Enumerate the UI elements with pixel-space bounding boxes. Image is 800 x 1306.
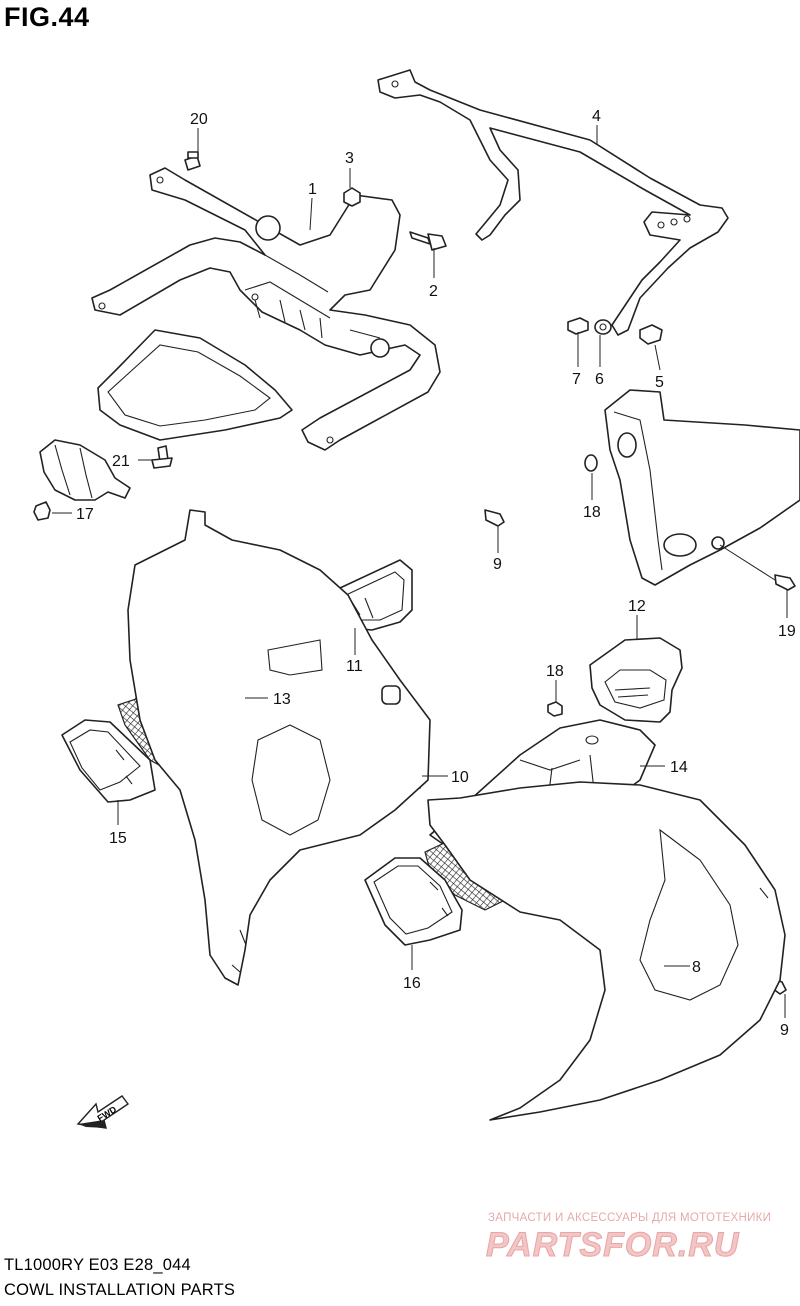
callout-8: 8: [692, 959, 701, 976]
part-15-left-vent: [61, 719, 156, 803]
callout-16: 16: [403, 975, 421, 992]
inner-shield-panel: [97, 329, 293, 441]
figure-title: FIG.44: [4, 2, 90, 32]
callout-labels: 20 3 1 2 4 5 6 7 21 17 18 9 19 12 11 13 …: [76, 108, 796, 1039]
callout-15: 15: [109, 830, 127, 847]
part-19-screw: [774, 574, 796, 591]
part-18-nut-a: [584, 454, 598, 472]
part-4-stay: [377, 69, 729, 336]
part-2-bolt: [409, 231, 447, 251]
part-9-screw-a: [484, 509, 505, 527]
callout-11: 11: [346, 658, 363, 675]
part-5-bolt: [639, 324, 663, 345]
part-21-clip: [151, 445, 173, 469]
callout-1: 1: [308, 181, 317, 198]
callout-19: 19: [778, 623, 796, 640]
part-1-cowl-bracket: [91, 167, 441, 451]
part-3-nut: [343, 187, 361, 207]
model-code: TL1000RY E03 E28_044: [4, 1256, 191, 1274]
part-17-screw: [33, 501, 51, 521]
callout-9-upper: 9: [493, 556, 502, 573]
callout-6: 6: [595, 371, 604, 388]
part-7-bolt: [567, 317, 589, 335]
callout-13: 13: [273, 691, 291, 708]
callout-14: 14: [670, 759, 688, 776]
callout-18-lower: 18: [546, 663, 564, 680]
leader-lines: [52, 125, 788, 1018]
watermark-tagline: ЗАПЧАСТИ И АКСЕССУАРЫ ДЛЯ МОТОТЕХНИКИ: [488, 1212, 772, 1224]
part-18-nut-b: [547, 701, 563, 717]
callout-12: 12: [628, 598, 646, 615]
callout-20: 20: [190, 111, 208, 128]
part-12-boot: [589, 637, 683, 723]
upper-right-cowl-panel: [604, 389, 800, 586]
callout-3: 3: [345, 150, 354, 167]
small-duct-piece: [39, 439, 131, 501]
callout-2: 2: [429, 283, 438, 300]
fwd-direction-badge: FWD: [76, 1095, 130, 1129]
diagram-subtitle: COWL INSTALLATION PARTS: [4, 1281, 236, 1299]
part-16-right-vent: [364, 857, 463, 946]
callout-21: 21: [112, 453, 130, 470]
part-6-washer: [594, 319, 612, 335]
callout-10: 10: [451, 769, 469, 786]
right-inner-fairing-panel: [427, 781, 786, 1121]
callout-5: 5: [655, 374, 664, 391]
watermark-brand-logo: PARTSFOR.RU: [485, 1226, 740, 1265]
callout-17: 17: [76, 506, 94, 523]
callout-9-lower: 9: [780, 1022, 789, 1039]
callout-7: 7: [572, 371, 581, 388]
part-20-bolt: [184, 151, 201, 171]
callout-18-upper: 18: [583, 504, 601, 521]
callout-4: 4: [592, 108, 601, 125]
